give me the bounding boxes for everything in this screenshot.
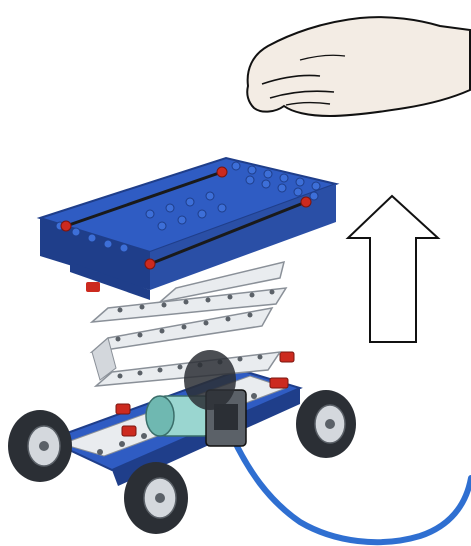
red-connectors [115, 351, 295, 437]
wheel-front-right [124, 462, 188, 534]
wheel-front-left [8, 410, 72, 482]
wheel-rear-left [184, 350, 236, 410]
scissor-arms [89, 260, 288, 387]
motor-cable [229, 433, 471, 546]
hand-icon [246, 16, 471, 118]
up-arrow-icon [345, 194, 441, 343]
wheel-rear-right [296, 390, 356, 458]
top-platform [36, 156, 340, 300]
